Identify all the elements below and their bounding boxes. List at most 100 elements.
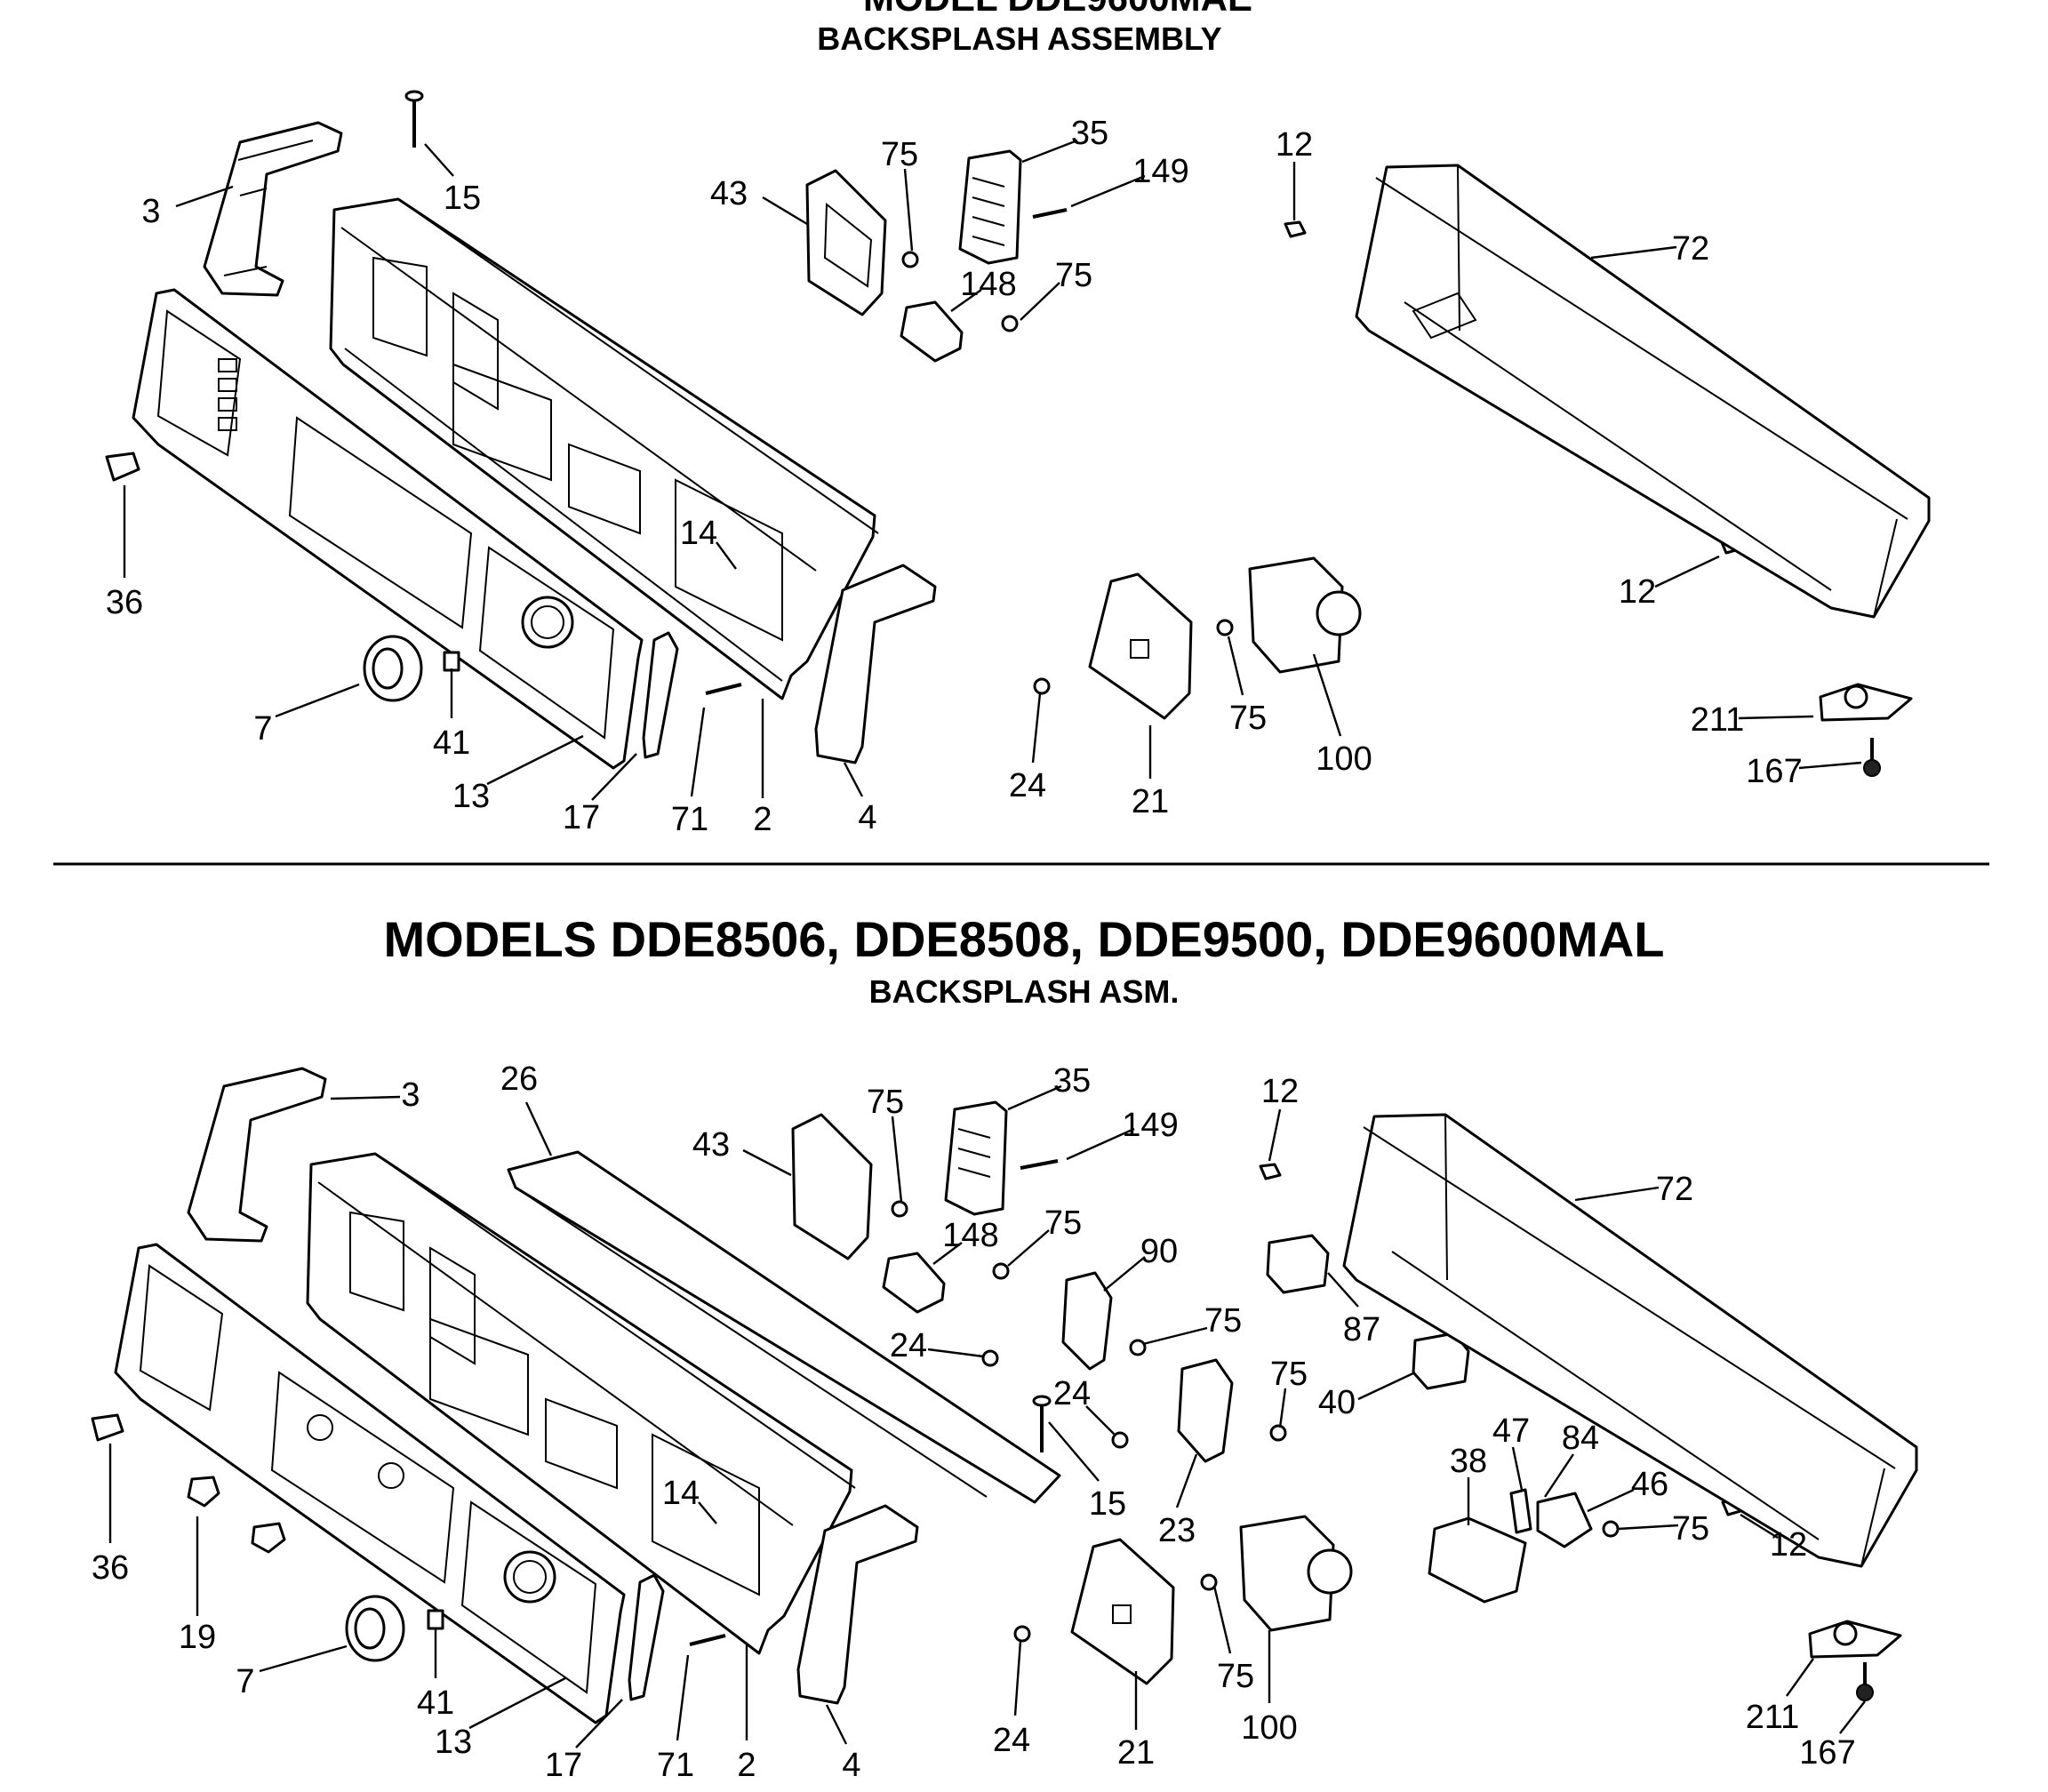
callout-label-b-14: 14 <box>662 1475 700 1512</box>
top-end-cap-right <box>814 564 937 764</box>
top-timer-100 <box>1248 556 1344 674</box>
callout-label-t-36: 36 <box>106 584 143 621</box>
callout-label-t-35: 35 <box>1071 115 1108 152</box>
callout-label-t-72: 72 <box>1672 230 1709 268</box>
callout-label-b-12b: 12 <box>1770 1526 1807 1564</box>
callout-label-b-75c: 75 <box>1204 1302 1242 1340</box>
callout-label-b-43: 43 <box>692 1126 730 1164</box>
bottom-bracket-43 <box>791 1113 873 1260</box>
bottom-screw-75d <box>1269 1424 1287 1442</box>
bottom-subtitle: BACKSPLASH ASM. <box>869 973 1180 1010</box>
bottom-board-21 <box>1070 1538 1175 1685</box>
leader-line-b-24a <box>927 1348 984 1358</box>
leader-line-b-7 <box>259 1644 348 1673</box>
callout-label-t-15: 15 <box>444 180 481 217</box>
callout-label-b-7: 7 <box>236 1663 254 1700</box>
leader-line-b-87 <box>1327 1272 1359 1308</box>
leader-line-b-72 <box>1574 1186 1660 1202</box>
leader-line-b-148 <box>932 1242 963 1265</box>
leader-line-b-24c <box>1013 1640 1022 1716</box>
bottom-end-cap-left <box>187 1067 327 1243</box>
leader-line-b-149 <box>1066 1127 1135 1161</box>
bottom-screw-75b <box>992 1262 1010 1280</box>
callout-label-b-75d: 75 <box>1270 1356 1308 1393</box>
callout-label-b-211: 211 <box>1746 1699 1800 1736</box>
bottom-screw-75e <box>1602 1520 1620 1538</box>
callout-label-b-3: 3 <box>401 1076 420 1114</box>
leader-line-b-4 <box>825 1704 848 1745</box>
leader-line-t-211a <box>1738 715 1814 720</box>
leader-line-t-75a <box>903 168 914 252</box>
bottom-screw-149 <box>1020 1159 1059 1170</box>
callout-label-b-46: 46 <box>1631 1466 1668 1503</box>
top-bracket-17 <box>642 631 679 759</box>
callout-label-b-75b: 75 <box>1044 1204 1082 1242</box>
bottom-part-84 <box>1536 1492 1593 1548</box>
leader-line-b-90 <box>1103 1256 1146 1292</box>
bottom-screw-15 <box>1032 1395 1052 1452</box>
leader-line-t-12b <box>1654 555 1720 588</box>
leader-line-b-40 <box>1357 1371 1416 1401</box>
callout-label-t-7: 7 <box>253 710 272 748</box>
leader-line-t-35 <box>1021 139 1078 164</box>
leader-line-t-4 <box>843 762 864 797</box>
callout-label-t-167a: 167 <box>1746 753 1802 790</box>
top-switch-35 <box>958 149 1022 265</box>
callout-label-b-75a: 75 <box>867 1084 904 1121</box>
bottom-bracket-90 <box>1061 1271 1113 1371</box>
callout-label-t-24a: 24 <box>1009 767 1046 804</box>
leader-line-b-211 <box>1786 1658 1814 1697</box>
callout-label-b-13: 13 <box>435 1724 472 1761</box>
leader-line-t-167a <box>1798 761 1862 770</box>
bottom-screw-75f <box>1200 1573 1218 1591</box>
callout-label-b-40: 40 <box>1318 1384 1356 1421</box>
top-panel-buttons <box>218 358 237 431</box>
leader-line-b-75b <box>1007 1229 1050 1267</box>
top-clip-36 <box>105 452 140 482</box>
callout-label-t-3: 3 <box>141 193 160 230</box>
callout-label-t-75c: 75 <box>1229 700 1267 737</box>
callout-label-t-100a: 100 <box>1316 740 1372 778</box>
top-screw-75a <box>901 251 919 268</box>
bottom-screw-24a <box>981 1349 999 1367</box>
leader-line-t-3 <box>175 185 234 208</box>
leader-line-b-75d <box>1278 1388 1287 1428</box>
top-screw-75b <box>1001 315 1019 332</box>
leader-line-t-15 <box>424 143 454 177</box>
leader-line-b-15 <box>1048 1421 1100 1482</box>
leader-line-b-23 <box>1175 1453 1198 1508</box>
callout-label-t-41: 41 <box>433 724 470 762</box>
leader-line-t-75b <box>1020 282 1060 321</box>
callout-label-t-75a: 75 <box>881 136 918 173</box>
callout-label-t-13: 13 <box>452 778 490 815</box>
bottom-part-47 <box>1509 1488 1532 1534</box>
callout-label-b-87: 87 <box>1343 1311 1380 1348</box>
callout-label-b-148: 148 <box>942 1217 998 1254</box>
callout-label-b-71: 71 <box>657 1747 694 1784</box>
bottom-part-41 <box>427 1609 444 1630</box>
leader-line-b-84 <box>1544 1453 1574 1498</box>
bottom-knob-7 <box>345 1595 405 1662</box>
top-screw-24 <box>1033 677 1051 695</box>
callout-label-b-47: 47 <box>1492 1412 1530 1450</box>
callout-label-b-38: 38 <box>1450 1443 1487 1480</box>
callout-label-b-23: 23 <box>1158 1512 1196 1549</box>
bottom-timer-100 <box>1239 1515 1335 1632</box>
leader-line-t-75c <box>1227 636 1244 696</box>
top-screw-75c <box>1216 619 1234 636</box>
callout-label-b-84: 84 <box>1562 1420 1599 1457</box>
leader-line-t-149 <box>1070 174 1146 208</box>
top-rear-housing <box>1355 164 1931 619</box>
callout-label-b-75e: 75 <box>1672 1510 1709 1548</box>
callout-label-t-149: 149 <box>1132 153 1188 190</box>
leader-line-t-148 <box>950 289 982 312</box>
top-screw-71 <box>705 683 742 695</box>
leader-line-b-17 <box>575 1699 623 1748</box>
callout-label-b-17: 17 <box>545 1747 582 1784</box>
leader-line-b-24b <box>1085 1405 1116 1436</box>
callout-label-b-15: 15 <box>1089 1485 1126 1523</box>
callout-label-b-41: 41 <box>417 1684 454 1722</box>
bottom-screw-71 <box>689 1634 726 1646</box>
callout-label-b-100: 100 <box>1241 1709 1297 1747</box>
